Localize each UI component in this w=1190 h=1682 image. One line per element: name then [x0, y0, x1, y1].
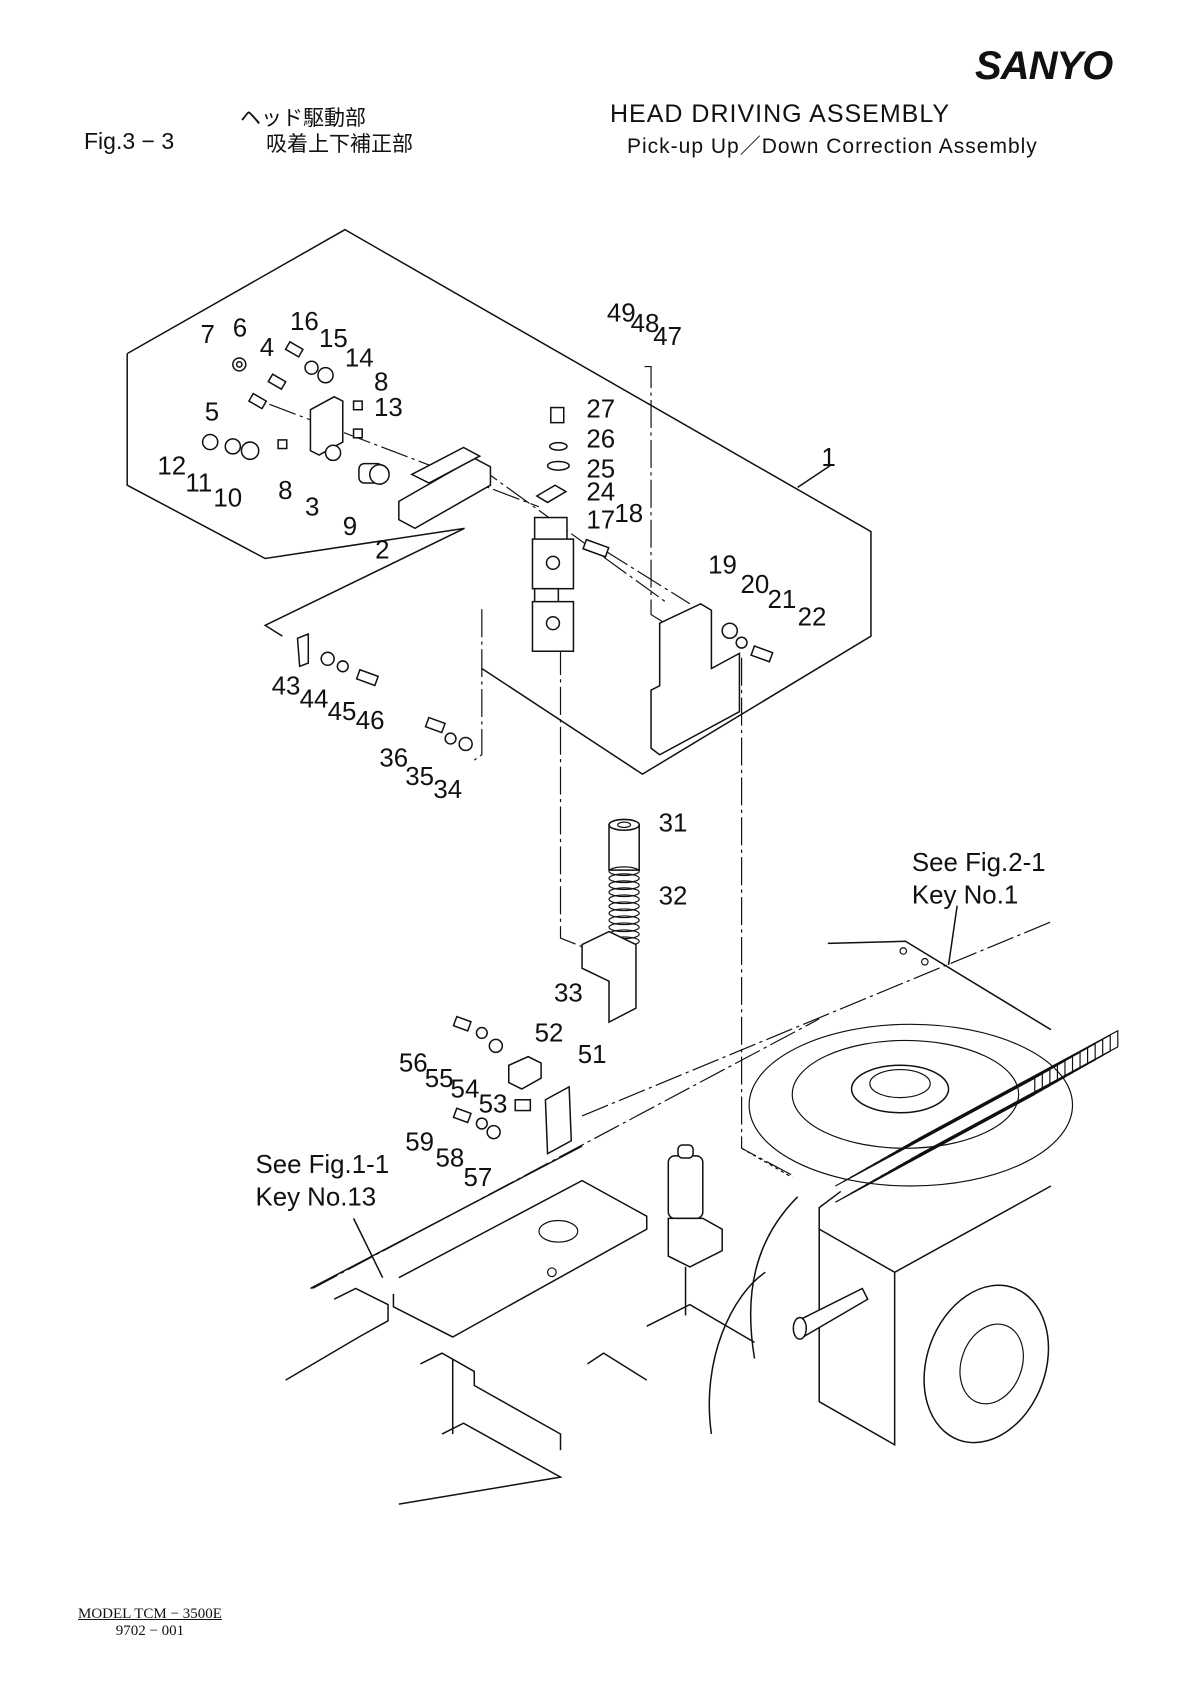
key-45: 45	[328, 698, 357, 726]
key-10: 10	[213, 485, 242, 513]
key-12: 12	[157, 452, 186, 480]
key-56: 56	[399, 1050, 428, 1078]
key-8-upper: 8	[374, 368, 388, 396]
key-8-lower: 8	[278, 477, 292, 505]
key-11: 11	[185, 470, 212, 498]
key-33: 33	[554, 980, 583, 1008]
key-25: 25	[586, 456, 615, 484]
key-6: 6	[233, 314, 247, 342]
key-15: 15	[319, 325, 348, 353]
ref-fig-2-1-line2: Key No.1	[912, 882, 1018, 910]
key-16: 16	[290, 308, 319, 336]
key-13: 13	[374, 394, 403, 422]
key-34: 34	[433, 776, 462, 804]
key-26: 26	[586, 425, 615, 453]
ref-fig-1-1-line1: See Fig.1-1	[255, 1151, 389, 1179]
machine-body	[668, 906, 1117, 1461]
document-code: 9702 − 001	[78, 1623, 222, 1640]
key-1: 1	[821, 444, 835, 472]
cross-references: See Fig.2-1 Key No.1 See Fig.1-1 Key No.…	[255, 849, 1045, 1211]
key-54: 54	[451, 1076, 480, 1104]
key-19: 19	[708, 552, 737, 580]
key-35: 35	[405, 763, 434, 791]
key-3: 3	[305, 493, 319, 521]
key-31: 31	[659, 809, 688, 837]
key-43: 43	[272, 672, 301, 700]
model-footer: MODEL TCM − 3500E 9702 − 001	[78, 1606, 222, 1640]
key-21: 21	[767, 586, 796, 614]
key-51: 51	[578, 1041, 607, 1069]
key-5: 5	[205, 398, 219, 426]
key-58: 58	[435, 1145, 464, 1173]
parts-stack-31-33	[582, 819, 639, 1022]
key-55: 55	[425, 1065, 454, 1093]
key-27: 27	[586, 395, 615, 423]
part-key-labels: 1 2 3 4 5 6 7 8 8 9 10 11 12 13 14 15 16…	[157, 299, 835, 1192]
key-32: 32	[659, 883, 688, 911]
key-20: 20	[741, 571, 770, 599]
key-36: 36	[379, 745, 408, 773]
key-17: 17	[586, 506, 615, 534]
key-9: 9	[343, 513, 357, 541]
ref-fig-1-1-line2: Key No.13	[255, 1183, 376, 1211]
key-18: 18	[614, 500, 643, 528]
model-number: MODEL TCM − 3500E	[78, 1606, 222, 1623]
key-53: 53	[479, 1091, 508, 1119]
key-59: 59	[405, 1128, 434, 1156]
key-22: 22	[798, 603, 827, 631]
key-44: 44	[300, 685, 329, 713]
key-52: 52	[535, 1020, 564, 1048]
key-4: 4	[260, 334, 274, 362]
key-2: 2	[375, 537, 389, 565]
key-7: 7	[200, 321, 214, 349]
key-14: 14	[345, 345, 374, 373]
key-49: 49	[607, 299, 636, 327]
key-46: 46	[356, 707, 385, 735]
key-57: 57	[463, 1164, 492, 1192]
ref-fig-2-1-line1: See Fig.2-1	[912, 849, 1046, 877]
